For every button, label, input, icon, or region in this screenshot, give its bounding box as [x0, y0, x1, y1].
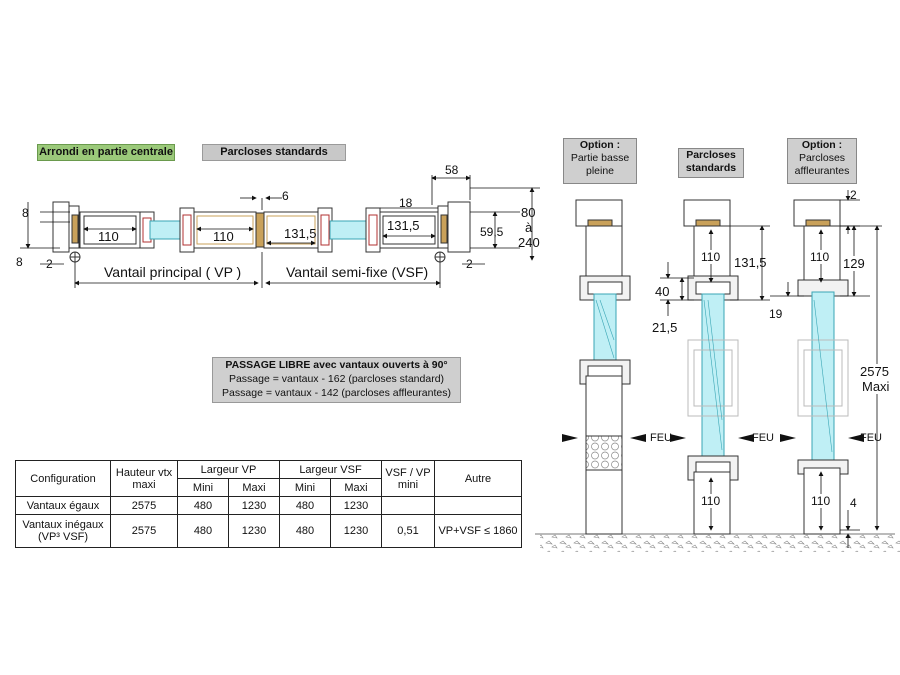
header-vsf-maxi: Maxi [330, 478, 382, 497]
meeting-stile [255, 212, 265, 248]
section-partie-basse [575, 199, 631, 535]
dim-58: 58 [445, 163, 459, 177]
header-hauteur: Hauteur vtx maxi [110, 460, 178, 497]
opt3-title: Option : [801, 139, 843, 151]
vsf-label: Vantail semi-fixe (VSF) [284, 264, 431, 280]
glass-2 [329, 220, 369, 240]
feu-arrow-left-1 [562, 434, 578, 442]
opt2-line1: Parcloses [686, 149, 736, 161]
table-row: Vantaux égaux 2575 480 1230 480 1230 [15, 496, 522, 515]
dim-18: 18 [399, 196, 413, 210]
dim-8-top: 8 [22, 206, 29, 220]
header-ratio: VSF / VP mini [381, 460, 435, 497]
dim-s3-2575: 2575 [860, 364, 889, 379]
opt1-title: Option : [579, 139, 621, 151]
cell-vp-maxi: 1230 [228, 496, 280, 515]
right-frame [437, 201, 471, 253]
header-vsf-mini: Mini [279, 478, 331, 497]
option-affleurantes-label: Option : Parcloses affleurantes [787, 138, 857, 184]
feu-arrow-right-2 [738, 434, 754, 442]
cell-vp-maxi: 1230 [228, 514, 280, 548]
dim-s2-110-top: 110 [701, 250, 721, 264]
dim-s3-2: 2 [850, 188, 857, 202]
parcloses-standards-tag: Parcloses standards [202, 144, 346, 161]
opt2-line2: standards [685, 162, 737, 174]
cell-hauteur: 2575 [110, 496, 178, 515]
dim-131-a: 131,5 [284, 226, 317, 241]
option-partie-basse-label: Option : Partie basse pleine [563, 138, 637, 184]
cell-ratio: 0,51 [381, 514, 435, 548]
passage-title: PASSAGE LIBRE avec vantaux ouverts à 90° [225, 359, 448, 371]
feu-arrow-right-1 [630, 434, 646, 442]
dim-2-left: 2 [46, 257, 53, 271]
dim-110-b: 110 [213, 229, 234, 244]
feu-arrow-left-3 [780, 434, 796, 442]
dim-s3-19: 19 [769, 307, 783, 321]
dim-s3-110-bot: 110 [811, 494, 831, 508]
header-autre: Autre [434, 460, 522, 497]
feu-label-1: FEU [650, 432, 672, 444]
dim-a: à [525, 220, 533, 235]
dim-s2-131-5: 131,5 [734, 255, 767, 270]
opt3-line2: affleurantes [794, 165, 850, 177]
header-vp-mini: Mini [177, 478, 229, 497]
dim-s2-110-bot: 110 [701, 494, 721, 508]
cell-config: Vantaux égaux [15, 496, 111, 515]
table-row: Vantaux inégaux (VP³ VSF) 2575 480 1230 … [15, 514, 522, 548]
opt3-line1: Parcloses [798, 152, 846, 164]
dim-s3-maxi: Maxi [862, 379, 890, 394]
cell-vsf-maxi: 1230 [330, 496, 382, 515]
header-largeur-vsf: Largeur VSF [279, 460, 382, 479]
left-frame [52, 201, 80, 253]
cell-autre [434, 496, 522, 515]
opt1-line2: pleine [585, 165, 615, 177]
glass-1 [149, 220, 183, 240]
cell-autre: VP+VSF ≤ 1860 [434, 514, 522, 548]
feu-arrow-right-3 [848, 434, 864, 442]
ground [540, 534, 900, 552]
dim-131-b: 131,5 [387, 218, 420, 233]
cell-vsf-mini: 480 [279, 514, 331, 548]
cell-vsf-maxi: 1230 [330, 514, 382, 548]
cell-hauteur: 2575 [110, 514, 178, 548]
configuration-table: Configuration Hauteur vtx maxi Largeur V… [15, 460, 522, 548]
feu-arrow-left-2 [670, 434, 686, 442]
dim-6: 6 [282, 189, 289, 203]
vp-label: Vantail principal ( VP ) [102, 264, 244, 280]
passage-libre-box: PASSAGE LIBRE avec vantaux ouverts à 90°… [212, 357, 461, 403]
header-largeur-vp: Largeur VP [177, 460, 280, 479]
dim-80: 80 [521, 205, 536, 220]
cell-ratio [381, 496, 435, 515]
header-configuration: Configuration [15, 460, 111, 497]
dim-s3-110-top: 110 [810, 250, 830, 264]
parcloses-standards-label: Parcloses standards [678, 148, 744, 178]
feu-label-2: FEU [752, 432, 774, 444]
arrondi-tag: Arrondi en partie centrale [37, 144, 175, 161]
opt1-line1: Partie basse [570, 152, 630, 164]
cell-vsf-mini: 480 [279, 496, 331, 515]
cell-vp-mini: 480 [177, 514, 229, 548]
header-vp-maxi: Maxi [228, 478, 280, 497]
feu-label-3: FEU [860, 432, 882, 444]
cell-vp-mini: 480 [177, 496, 229, 515]
cell-config: Vantaux inégaux (VP³ VSF) [15, 514, 111, 548]
passage-line-2: Passage = vantaux - 142 (parcloses affle… [222, 387, 451, 399]
dim-s3-129: 129 [843, 256, 865, 271]
dim-s2-40: 40 [655, 284, 670, 299]
section-parcloses-standards [683, 199, 739, 535]
dim-240: 240 [518, 235, 540, 250]
plan-view-drawing [20, 175, 540, 288]
dim-s3-4: 4 [850, 496, 857, 510]
passage-line-1: Passage = vantaux - 162 (parcloses stand… [228, 373, 445, 385]
dim-110-a: 110 [98, 229, 119, 244]
dim-s2-21-5: 21,5 [652, 320, 678, 335]
dim-8-bottom: 8 [16, 255, 23, 269]
dim-2-right: 2 [466, 257, 473, 271]
vsf-right-panel [365, 207, 439, 253]
dim-59-5: 59,5 [480, 225, 504, 239]
